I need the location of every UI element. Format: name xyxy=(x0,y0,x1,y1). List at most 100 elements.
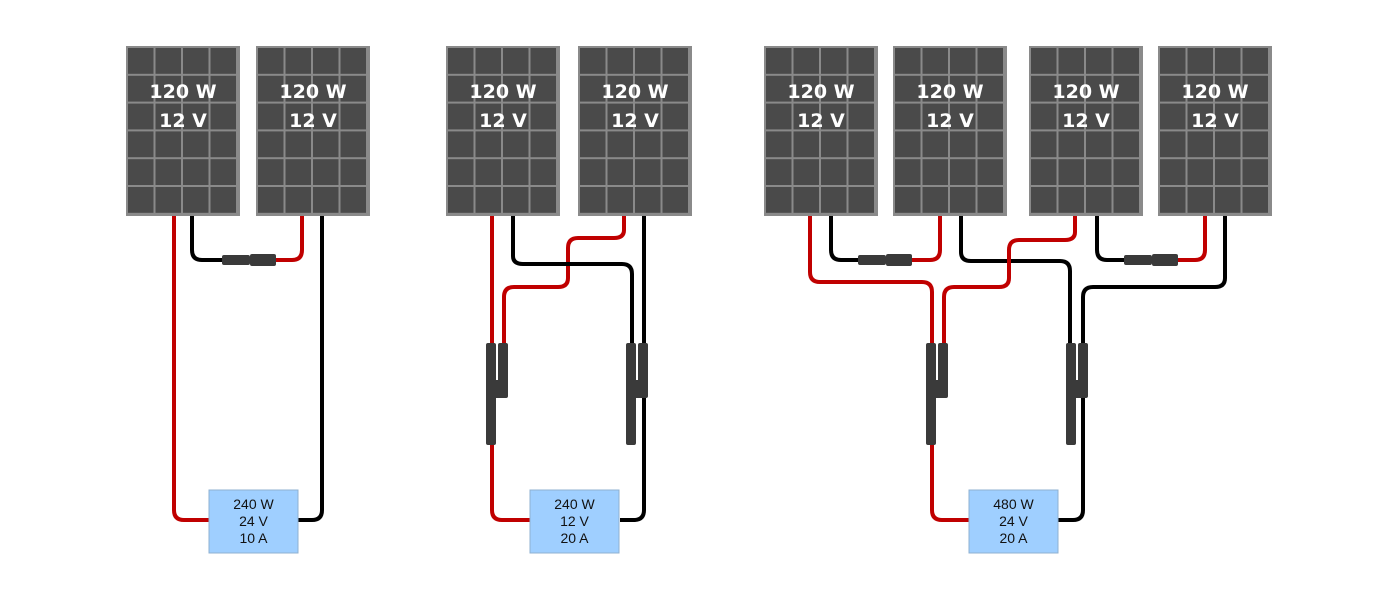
panel-power-label: 120 W xyxy=(149,81,216,103)
solar-cell xyxy=(1058,187,1084,213)
solar-cell xyxy=(1113,159,1139,185)
solar-cell xyxy=(285,187,311,213)
solar-cell xyxy=(128,159,154,185)
solar-cell xyxy=(766,75,792,102)
solar-cell xyxy=(313,75,339,102)
solar-cell xyxy=(1086,75,1112,102)
solar-cell xyxy=(1160,48,1186,74)
output-current-label: 20 A xyxy=(560,530,589,546)
solar-cell xyxy=(1187,48,1213,74)
solar-cell xyxy=(210,48,236,74)
solar-cell xyxy=(258,131,284,158)
solar-panel: 120 W 12 V xyxy=(1158,46,1272,216)
solar-cell xyxy=(766,159,792,185)
solar-cell xyxy=(1242,48,1268,74)
solar-cell xyxy=(340,131,366,158)
solar-cell xyxy=(635,131,661,158)
output-power-label: 480 W xyxy=(993,496,1034,512)
solar-cell xyxy=(448,48,474,74)
solar-cell xyxy=(580,75,606,102)
solar-cell xyxy=(848,48,874,74)
solar-cell xyxy=(1215,48,1241,74)
solar-cell xyxy=(1187,103,1213,130)
solar-cell xyxy=(977,131,1003,158)
solar-cell xyxy=(210,75,236,102)
solar-cell xyxy=(1242,75,1268,102)
solar-cell xyxy=(210,103,236,130)
solar-cell xyxy=(1031,159,1057,185)
solar-cell xyxy=(258,187,284,213)
panel-voltage-label: 12 V xyxy=(1191,110,1239,132)
solar-cell xyxy=(1031,131,1057,158)
solar-cell xyxy=(475,103,501,130)
solar-cell xyxy=(766,131,792,158)
solar-cell xyxy=(448,187,474,213)
output-voltage-label: 24 V xyxy=(239,513,268,529)
solar-cell xyxy=(313,48,339,74)
solar-cell xyxy=(340,159,366,185)
panel-power-label: 120 W xyxy=(916,81,983,103)
solar-cell xyxy=(128,48,154,74)
solar-cell xyxy=(635,48,661,74)
solar-cell xyxy=(340,75,366,102)
solar-cell xyxy=(1215,131,1241,158)
panel-power-label: 120 W xyxy=(1181,81,1248,103)
negative-wire xyxy=(511,216,634,360)
solar-cell xyxy=(922,103,948,130)
panel-voltage-label: 12 V xyxy=(926,110,974,132)
solar-cell xyxy=(821,159,847,185)
solar-cell xyxy=(950,187,976,213)
solar-cell xyxy=(1113,131,1139,158)
solar-cell xyxy=(530,103,556,130)
solar-cell xyxy=(1160,103,1186,130)
solar-cell xyxy=(258,103,284,130)
solar-cell xyxy=(503,187,529,213)
solar-cell xyxy=(530,159,556,185)
solar-cell xyxy=(448,75,474,102)
solar-cell xyxy=(662,75,688,102)
solar-cell xyxy=(922,48,948,74)
solar-cell xyxy=(848,159,874,185)
output-voltage-label: 12 V xyxy=(560,513,589,529)
solar-cell xyxy=(313,159,339,185)
solar-cell xyxy=(475,48,501,74)
panel-voltage-label: 12 V xyxy=(479,110,527,132)
solar-cell xyxy=(475,75,501,102)
solar-cell xyxy=(895,159,921,185)
positive-wire xyxy=(808,216,970,522)
solar-cell xyxy=(607,131,633,158)
solar-cell xyxy=(530,75,556,102)
solar-cell xyxy=(1113,75,1139,102)
solar-cell xyxy=(580,159,606,185)
panel-power-label: 120 W xyxy=(601,81,668,103)
solar-cell xyxy=(183,103,209,130)
solar-cell xyxy=(950,159,976,185)
positive-wire xyxy=(888,216,942,262)
solar-cell xyxy=(128,187,154,213)
solar-cell xyxy=(1113,187,1139,213)
panel-voltage-label: 12 V xyxy=(611,110,659,132)
solar-cell xyxy=(1242,103,1268,130)
solar-cell xyxy=(448,159,474,185)
solar-cell xyxy=(895,75,921,102)
solar-cell xyxy=(848,187,874,213)
solar-cell xyxy=(1187,75,1213,102)
solar-cell xyxy=(1187,131,1213,158)
solar-cell xyxy=(503,103,529,130)
negative-wire xyxy=(829,216,888,262)
solar-cell xyxy=(580,48,606,74)
solar-cell xyxy=(950,48,976,74)
panel-power-label: 120 W xyxy=(787,81,854,103)
solar-cell xyxy=(922,159,948,185)
output-power-label: 240 W xyxy=(554,496,595,512)
output-current-label: 10 A xyxy=(239,530,268,546)
panel-power-label: 120 W xyxy=(469,81,536,103)
array-output-box: 240 W24 V10 A xyxy=(208,489,299,554)
solar-cell xyxy=(258,75,284,102)
solar-cell xyxy=(580,103,606,130)
solar-panel: 120 W 12 V xyxy=(446,46,560,216)
solar-cell xyxy=(1086,131,1112,158)
solar-cell xyxy=(662,48,688,74)
negative-wire xyxy=(298,216,324,522)
solar-cell xyxy=(1242,131,1268,158)
